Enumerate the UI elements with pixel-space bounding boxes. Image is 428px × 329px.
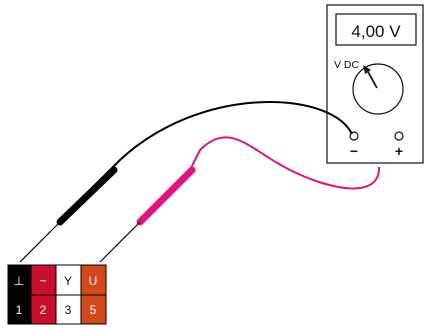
pin-2-bottom[interactable] bbox=[30, 294, 57, 325]
black-probe-handle bbox=[56, 166, 118, 226]
connector-block: ⊥ ~ Y U 1 2 3 5 bbox=[7, 264, 107, 325]
pin-label-ground: ⊥ bbox=[14, 274, 24, 288]
pink-lead-wire bbox=[189, 136, 381, 190]
pin-label-y: Y bbox=[64, 274, 72, 288]
pin-label-ac: ~ bbox=[39, 274, 46, 288]
pin-y-top[interactable] bbox=[55, 264, 82, 296]
pink-test-lead bbox=[99, 136, 381, 263]
pink-probe-tip bbox=[99, 221, 141, 263]
black-probe-tip bbox=[19, 221, 61, 263]
pin-number-1: 1 bbox=[16, 303, 23, 317]
pin-u-top[interactable] bbox=[80, 264, 107, 296]
pink-probe-handle bbox=[136, 166, 196, 226]
pin-label-u: U bbox=[89, 274, 98, 288]
selector-pointer bbox=[366, 69, 378, 89]
mode-label: V DC bbox=[334, 59, 360, 71]
selector-pointer-tip bbox=[363, 65, 371, 74]
display-value: 4,00 V bbox=[351, 22, 401, 41]
pin-number-3: 3 bbox=[65, 303, 72, 317]
terminal-positive-label: + bbox=[395, 143, 403, 159]
selector-dial[interactable] bbox=[352, 63, 404, 115]
terminal-negative-label: − bbox=[350, 143, 358, 159]
pin-5-bottom[interactable] bbox=[80, 294, 107, 325]
multimeter: 4,00 V V DC − + bbox=[326, 4, 424, 164]
jack-positive[interactable] bbox=[394, 131, 404, 141]
black-test-lead bbox=[19, 101, 353, 263]
pin-number-2: 2 bbox=[40, 303, 47, 317]
pin-3-bottom[interactable] bbox=[55, 294, 82, 325]
pin-number-5: 5 bbox=[90, 303, 97, 317]
multimeter-display bbox=[335, 13, 417, 46]
black-lead-wire bbox=[61, 101, 353, 219]
